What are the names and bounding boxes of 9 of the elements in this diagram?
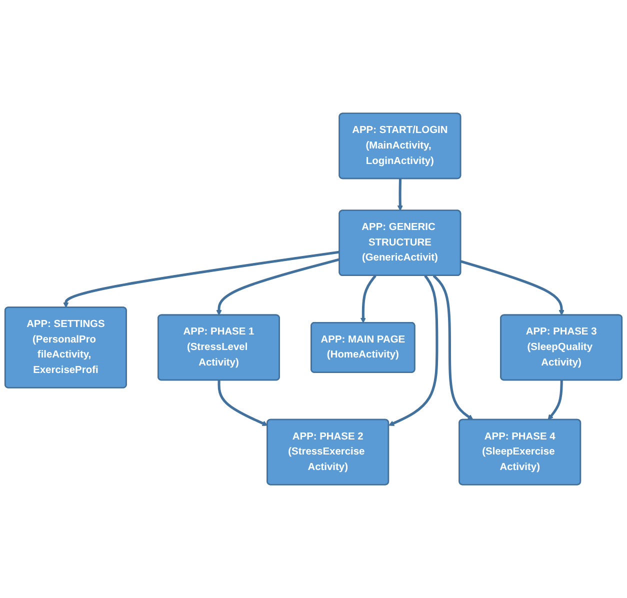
- arrow: [388, 274, 438, 426]
- arrow: [216, 258, 340, 316]
- arrow: [460, 260, 564, 316]
- arrow: [218, 380, 268, 426]
- arrow: [432, 274, 474, 420]
- arrow: [360, 274, 376, 324]
- arrow: [397, 178, 403, 211]
- arrow: [548, 380, 563, 420]
- arrow: [63, 250, 340, 308]
